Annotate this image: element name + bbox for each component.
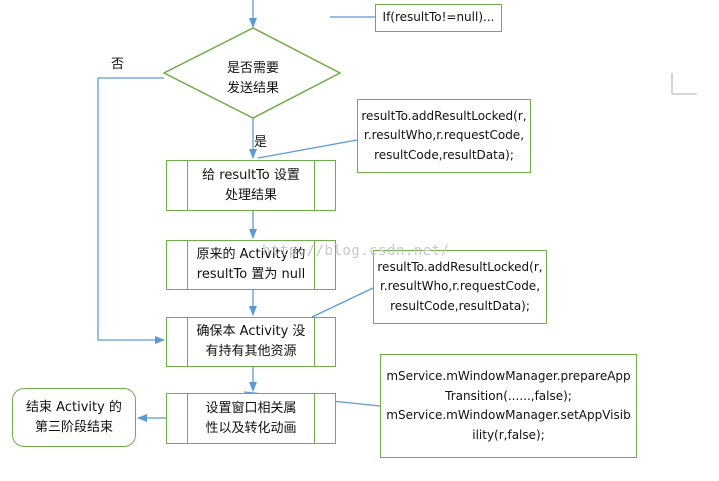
decision-send-result: 是否需要 发送结果	[226, 61, 279, 96]
watermark-url: http://blog.csdn.net/	[262, 243, 450, 259]
note-add-result-locked-1: resultTo.addResultLocked(r, r.resultWho,…	[357, 99, 531, 173]
note-add-result-locked-2: resultTo.addResultLocked(r, r.resultWho,…	[373, 250, 547, 324]
arrow-no-branch	[97, 77, 165, 344]
no-branch-label: 否	[111, 57, 125, 72]
decision-diamond	[162, 27, 342, 119]
set-result-step: 给 resultTo 设置 处理结果	[166, 160, 336, 211]
note-if-result-to: If(resultTo!=null)...	[375, 4, 502, 32]
clear-result-to-step: 原来的 Activity 的 resultTo 置为 null	[166, 240, 336, 290]
callout-add-result-2	[311, 287, 374, 318]
ensure-no-resources-step: 确保本 Activity 没 有持有其他资源	[166, 317, 336, 367]
set-window-attrs-step: 设置窗口相关属 性以及转化动画	[166, 393, 336, 444]
yes-branch-label: 是	[254, 135, 268, 150]
callout-add-result-1	[257, 139, 358, 159]
end-phase-terminal: 结束 Activity 的 第三阶段结束	[12, 388, 136, 447]
note-window-manager: mService.mWindowManager.prepareApp Trans…	[380, 354, 637, 458]
